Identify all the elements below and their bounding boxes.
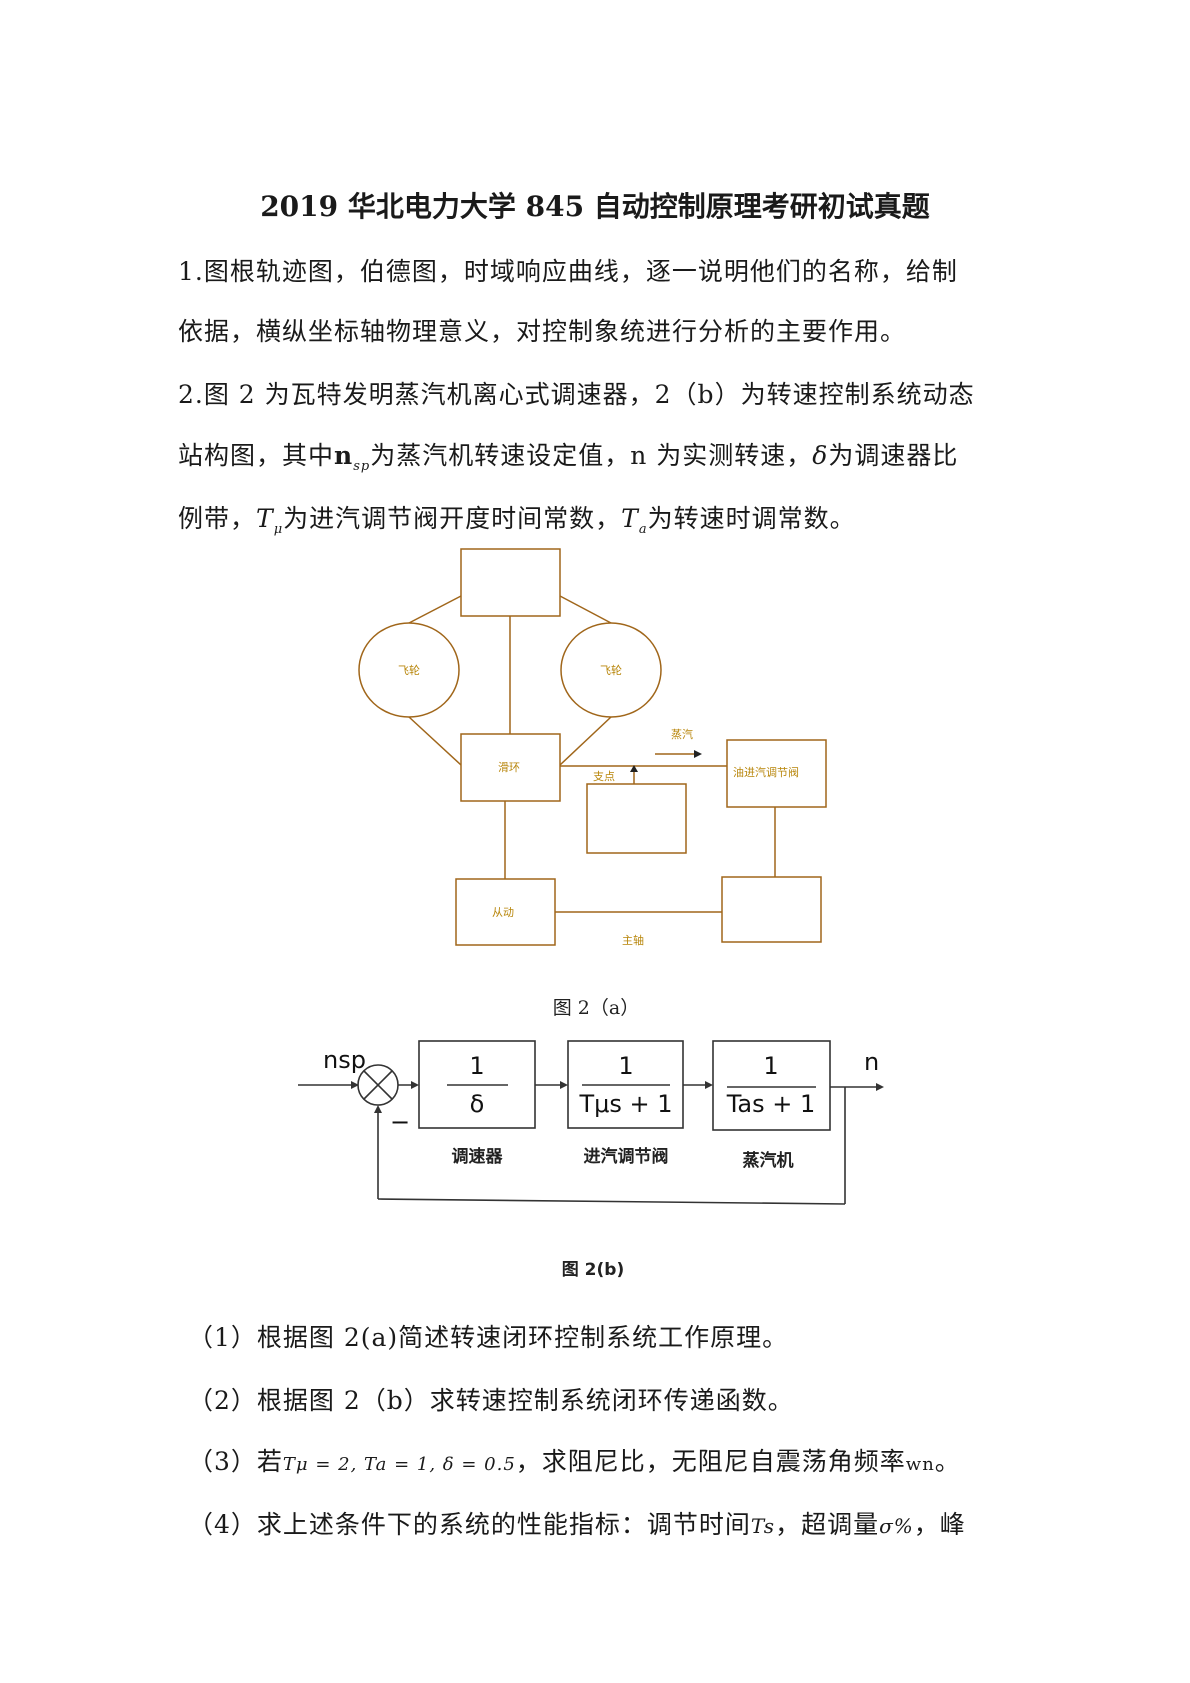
- text: 为转速时调常数。: [647, 504, 856, 533]
- text: 。: [934, 1447, 961, 1476]
- figure-2b-block-diagram: [298, 1040, 884, 1205]
- subquestion-2: （2）根据图 2（b）求转速控制系统闭环传递函数。: [188, 1386, 794, 1415]
- flywheel-right-label: 飞轮: [600, 663, 622, 677]
- input-label: nsp: [323, 1046, 366, 1074]
- text: 为蒸汽机转速设定值，n 为实测转速，: [370, 441, 813, 470]
- slip-ring-label: 滑环: [498, 761, 520, 774]
- subquestion-3: （3）若Tμ = 2, Ta = 1, δ = 0.5，求阻尼比，无阻尼自震荡角…: [188, 1442, 961, 1478]
- nsp-subscript: sp: [353, 459, 371, 474]
- minus-sign: −: [390, 1108, 410, 1136]
- block2-denominator: Tμs + 1: [578, 1090, 672, 1118]
- question-1-line-1: 1.图根轨迹图，伯德图，时域响应曲线，逐一说明他们的名称，给制: [178, 257, 958, 286]
- subquestion-4: （4）求上述条件下的系统的性能指标：调节时间Ts，超调量σ%，峰: [188, 1505, 966, 1541]
- steam-label: 蒸汽: [671, 727, 693, 741]
- text: （4）求上述条件下的系统的性能指标：调节时间: [188, 1510, 751, 1539]
- governor-label: 调速器: [452, 1146, 504, 1167]
- engine-block: [712, 1040, 831, 1131]
- tmu-subscript: μ: [273, 522, 284, 537]
- nsp-symbol: n: [334, 441, 354, 470]
- question-2-line-2: 站构图，其中nsp为蒸汽机转速设定值，n 为实测转速，δ为调速器比: [178, 436, 958, 474]
- flywheel-left-label: 飞轮: [398, 663, 420, 677]
- ta-subscript: a: [638, 522, 648, 537]
- valve-box: [726, 739, 827, 808]
- text: ，超调量: [775, 1510, 880, 1539]
- valve-label: 进汽调节阀: [584, 1146, 669, 1167]
- subquestion-1: （1）根据图 2(a)简述转速闭环控制系统工作原理。: [188, 1323, 789, 1352]
- main-shaft-label: 主轴: [622, 933, 644, 947]
- output-label: n: [864, 1048, 879, 1076]
- delta-symbol: δ: [812, 441, 829, 470]
- ta-symbol: T: [621, 504, 639, 533]
- figure-2a-caption: 图 2（a）: [553, 997, 639, 1019]
- block1-numerator: 1: [469, 1052, 484, 1080]
- top-box: [460, 548, 561, 617]
- text: 为调速器比: [828, 441, 959, 470]
- text: 例带，: [178, 504, 257, 533]
- slip-ring-box: [460, 733, 561, 802]
- question-2-line-1: 2.图 2 为瓦特发明蒸汽机离心式调速器，2（b）为转速控制系统动态: [178, 380, 975, 409]
- overshoot-symbol: σ%: [879, 1514, 914, 1538]
- engine-label: 蒸汽机: [743, 1150, 794, 1171]
- text: 站构图，其中: [178, 441, 335, 470]
- pivot-box: [586, 783, 687, 854]
- ts-symbol: Ts: [750, 1514, 776, 1538]
- text: ，求阻尼比，无阻尼自震荡角频率: [515, 1447, 906, 1476]
- figure-2a-governor-diagram: [358, 548, 827, 946]
- pivot-label: 支点: [593, 770, 615, 783]
- valve-label: 油进汽调节阀: [733, 765, 799, 779]
- block3-denominator: Tas + 1: [726, 1090, 816, 1118]
- block3-numerator: 1: [763, 1052, 778, 1080]
- driven-label: 从动: [492, 906, 514, 919]
- block2-numerator: 1: [618, 1052, 633, 1080]
- text: （3）若: [188, 1447, 283, 1476]
- engine-box: [721, 876, 822, 943]
- tmu-symbol: T: [256, 504, 274, 533]
- figure-2b-caption: 图 2(b): [562, 1260, 624, 1280]
- page-title: 2019 华北电力大学 845 自动控制原理考研初试真题: [260, 190, 930, 223]
- question-1-line-2: 依据，横纵坐标轴物理意义，对控制象统进行分析的主要作用。: [178, 317, 907, 346]
- wn-symbol: wn: [905, 1454, 935, 1475]
- text: 为进汽调节阀开度时间常数，: [283, 504, 622, 533]
- text: ，峰: [913, 1510, 966, 1539]
- question-2-line-3: 例带，Tμ为进汽调节阀开度时间常数，Ta为转速时调常数。: [178, 499, 856, 537]
- condition-formula: Tμ = 2, Ta = 1, δ = 0.5: [282, 1454, 516, 1475]
- block1-denominator: δ: [470, 1090, 485, 1118]
